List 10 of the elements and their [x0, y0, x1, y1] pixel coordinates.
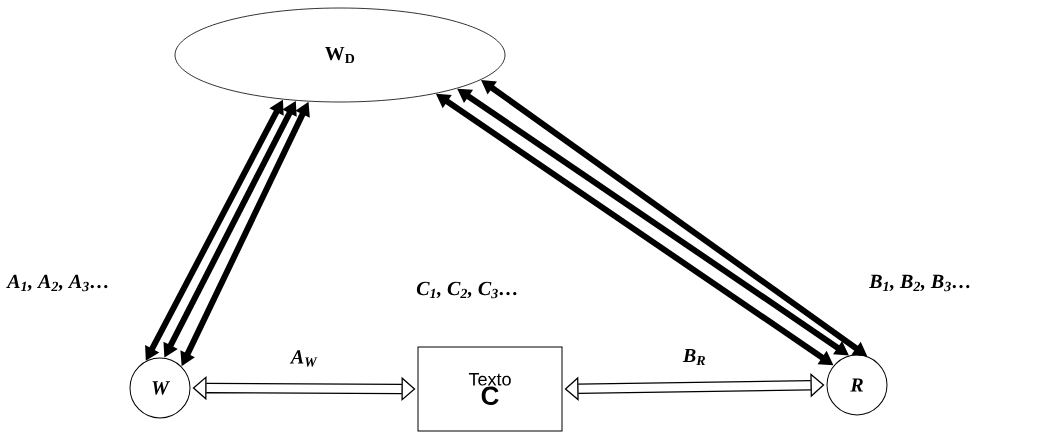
- edge-label: B$_{R}$: [681, 347, 708, 367]
- text-box: Texto C: [417, 346, 563, 432]
- series-label: B$_{1}$, B$_{2}$, B$_{3}$…: [869, 274, 970, 292]
- circle-node: W: [129, 357, 191, 419]
- edge-label: A$_{W}$: [289, 349, 319, 368]
- circle-node: R: [826, 354, 888, 416]
- hollow-arrow: [564, 373, 825, 401]
- ellipse-node: W$_{D}$: [174, 7, 506, 103]
- series-label: C$_{1}$, C$_{2}$, C$_{3}$…: [416, 281, 517, 299]
- series-label: A$_{1}$, A$_{2}$, A$_{3}$…: [6, 274, 108, 292]
